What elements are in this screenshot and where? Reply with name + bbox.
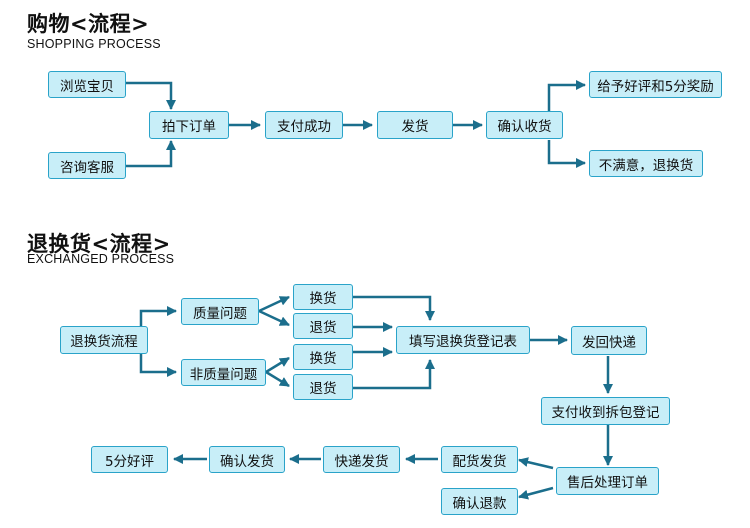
connector-confirm-unsatisfied — [547, 140, 586, 168]
node-good-review: 给予好评和5分奖励 — [589, 71, 722, 98]
node-browse: 浏览宝贝 — [48, 71, 126, 98]
node-pay: 支付成功 — [265, 111, 343, 139]
node-prepare-ship: 配货发货 — [441, 446, 518, 473]
node-order: 拍下订单 — [149, 111, 229, 139]
connector-browse-order — [125, 81, 176, 110]
connector-confirm-review — [547, 80, 586, 112]
connector-consult-order — [125, 140, 176, 168]
node-consult: 咨询客服 — [48, 152, 126, 179]
node-quality-issue: 质量问题 — [181, 298, 259, 325]
node-after-sales: 售后处理订单 — [556, 467, 659, 495]
node-exchange-process: 退换货流程 — [60, 326, 148, 354]
node-five-star: 5分好评 — [91, 446, 168, 473]
connector-nonquality-nqreturn — [265, 370, 290, 388]
connector-aftersales-refund — [518, 486, 554, 500]
node-send-back: 发回快递 — [571, 326, 647, 355]
node-nonquality-issue: 非质量问题 — [181, 359, 266, 386]
node-confirm-refund: 确认退款 — [441, 488, 518, 515]
connector-nqreturn-fill — [353, 359, 435, 390]
node-quality-exchange: 换货 — [293, 284, 353, 310]
node-pay-register: 支付收到拆包登记 — [541, 397, 670, 425]
connector-qexchange-fill — [353, 295, 435, 321]
node-fill-form: 填写退换货登记表 — [396, 326, 530, 354]
node-confirm-ship: 确认发货 — [209, 446, 285, 473]
node-nonquality-exchange: 换货 — [293, 344, 353, 370]
node-confirm: 确认收货 — [486, 111, 563, 139]
connector-aftersales-prepare — [518, 457, 554, 470]
node-quality-return: 退货 — [293, 313, 353, 339]
shopping-title: 购物<流程> — [27, 12, 150, 36]
connector-nonquality-nqexchange — [265, 356, 290, 374]
connector-quality-qexchange — [258, 295, 290, 313]
node-unsatisfied: 不满意，退换货 — [589, 150, 703, 177]
exchange-title: 退换货<流程> — [27, 232, 171, 256]
node-express-ship: 快递发货 — [323, 446, 400, 473]
connector-quality-qreturn — [258, 309, 290, 327]
shopping-subtitle: SHOPPING PROCESS — [27, 37, 161, 51]
exchange-subtitle: EXCHANGED PROCESS — [27, 252, 175, 266]
node-nonquality-return: 退货 — [293, 374, 353, 400]
node-ship: 发货 — [377, 111, 453, 139]
